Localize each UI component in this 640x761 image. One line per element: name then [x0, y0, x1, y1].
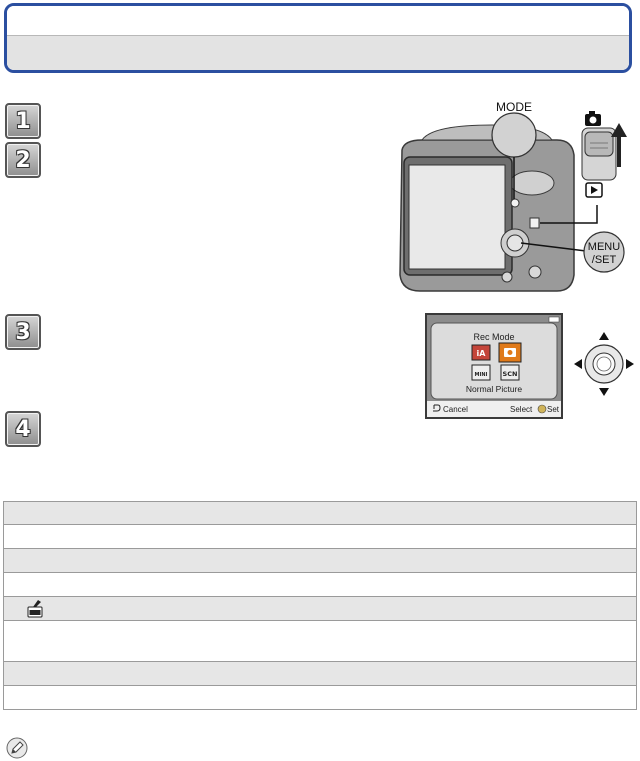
normal-picture-icon[interactable] — [498, 342, 522, 363]
table-row — [3, 686, 637, 710]
mode-button-callout: MODE — [491, 100, 537, 199]
mode-label: MODE — [496, 100, 532, 114]
table-header-row — [3, 549, 637, 573]
arrow-left-icon — [574, 359, 582, 369]
playback-icon — [585, 182, 603, 198]
svg-text:iA: iA — [477, 349, 487, 358]
svg-text:SCN: SCN — [503, 370, 518, 378]
battery-icon — [548, 316, 560, 323]
return-icon — [433, 404, 441, 412]
cursor-button-icon — [537, 404, 547, 414]
table-row — [3, 573, 637, 597]
step-1-badge: 1 — [5, 103, 41, 139]
rec-mode-title: Rec Mode — [473, 332, 514, 342]
table-header-row — [3, 662, 637, 686]
table-header-row — [3, 597, 637, 621]
rec-mode-table — [3, 501, 637, 710]
camera-icon — [585, 111, 601, 126]
intelligent-auto-icon[interactable]: iA — [471, 344, 491, 361]
note-pencil-icon — [6, 737, 28, 759]
table-row — [3, 525, 637, 549]
rec-play-switch — [540, 111, 627, 224]
table-header-row — [3, 501, 637, 525]
chapter-title-bar — [7, 6, 629, 35]
lcd-rec-mode-screen: Rec Mode iA MINI SCN Normal Picture Canc… — [425, 313, 563, 419]
step-4-badge: 4 — [5, 411, 41, 447]
cancel-label[interactable]: Cancel — [443, 405, 468, 414]
arrow-up-icon — [611, 123, 627, 167]
camera-back-illustration: MODE MENU /SET — [399, 100, 627, 292]
menu-set-button-callout: MENU /SET — [520, 231, 625, 273]
step-3-badge: 3 — [5, 314, 41, 350]
select-label: Select — [510, 405, 533, 414]
selected-mode-name: Normal Picture — [466, 384, 522, 394]
camera-body — [399, 124, 575, 292]
set-label: /SET — [592, 254, 617, 266]
cursor-buttons-illustration — [574, 332, 634, 396]
miniature-effect-icon — [27, 600, 43, 618]
arrow-right-icon — [626, 359, 634, 369]
arrow-up-icon — [599, 332, 609, 340]
step-2-badge: 2 — [5, 142, 41, 178]
miniature-effect-icon[interactable]: MINI — [471, 364, 491, 381]
set-label-lcd: Set — [547, 405, 560, 414]
arrow-down-icon — [599, 388, 609, 396]
scene-mode-icon[interactable]: SCN — [500, 364, 520, 381]
section-title-bar — [7, 35, 629, 70]
svg-text:MINI: MINI — [475, 372, 488, 378]
section-title-frame — [4, 3, 632, 73]
table-row — [3, 621, 637, 662]
menu-label: MENU — [588, 241, 620, 253]
